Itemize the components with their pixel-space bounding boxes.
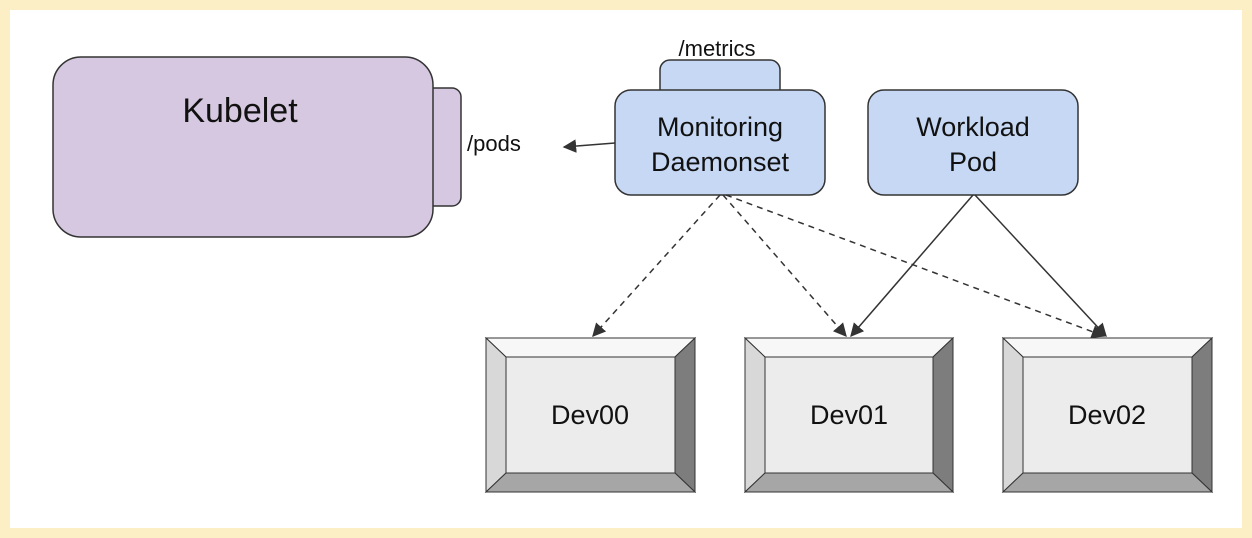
device-bevel-left [1002,336,1024,494]
monitoring-daemonset-box [614,89,826,196]
device-bevel-bottom [484,472,697,493]
device-bevel-top [743,337,955,358]
device-bevel-bottom [743,472,955,493]
monitoring-label-line1: Monitoring [657,112,783,142]
device-label: Dev01 [810,400,888,430]
kubelet-box [52,56,434,238]
kubelet-node: Kubelet [52,56,462,238]
kubelet-label: Kubelet [182,92,298,130]
workload-label-line2: Pod [949,147,997,177]
device-bevel-right [1191,336,1213,494]
arrow-daemonset-to-pods [562,139,616,153]
diagram-canvas: Kubelet /pods /metrics Monitoring Daemon… [10,10,1242,528]
device-bevel-left [485,336,507,494]
device-bevel-top [1001,337,1214,358]
pods-endpoint-label: /pods [467,131,521,156]
device-bevel-top [484,337,697,358]
workload-label-line1: Workload [916,112,1030,142]
monitoring-daemonset-node: /metrics Monitoring Daemonset [614,36,826,196]
workload-pod-box [867,89,1079,196]
metrics-endpoint-label: /metrics [679,36,756,61]
device-dev01: Dev01 [743,336,955,494]
device-face [1022,356,1193,474]
arrow-daemonset-to-dev00 [592,194,721,338]
workload-pod-node: Workload Pod [867,89,1079,196]
monitoring-label-line2: Daemonset [651,147,790,177]
arrow-daemonset-to-dev02 [725,194,1106,339]
device-face [505,356,676,474]
device-bevel-left [744,336,766,494]
arrow-workload-to-dev01 [850,194,974,338]
device-bevel-bottom [1001,472,1214,493]
device-bevel-right [674,336,696,494]
device-label: Dev00 [551,400,629,430]
device-face [764,356,934,474]
connectors [562,139,1107,339]
arrow-workload-to-dev02 [974,194,1107,337]
device-dev00: Dev00 [484,336,697,494]
device-dev02: Dev02 [1001,336,1214,494]
arrow-daemonset-to-dev01 [722,194,847,338]
device-label: Dev02 [1068,400,1146,430]
device-bevel-right [932,336,954,494]
